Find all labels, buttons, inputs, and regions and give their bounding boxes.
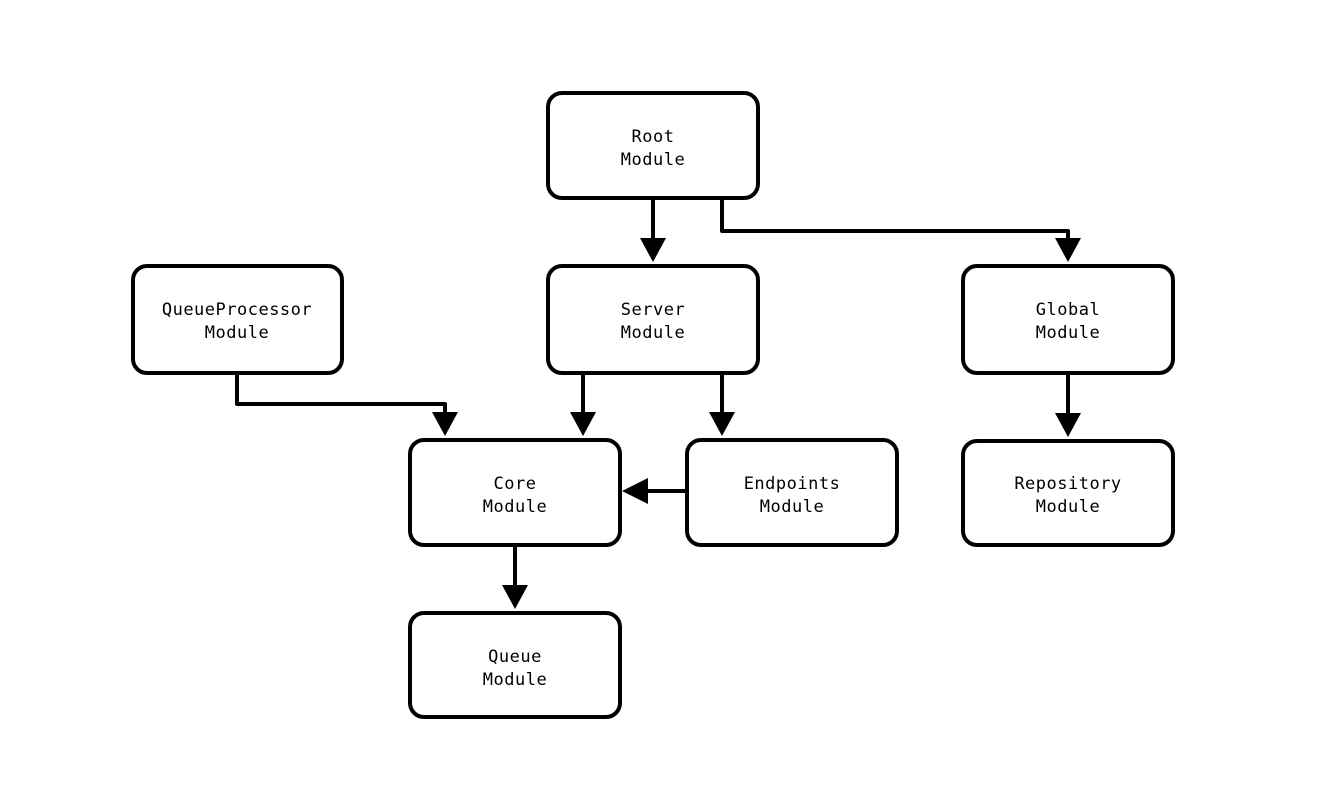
edge-endpoints-to-core — [622, 478, 687, 504]
node-label-line1: Endpoints — [744, 474, 841, 494]
node-global-module[interactable]: Global Module — [961, 264, 1175, 375]
node-label-line2: Module — [483, 497, 547, 517]
arrowhead-down-icon — [502, 585, 528, 609]
node-box[interactable] — [961, 264, 1175, 375]
node-label-line1: Repository — [1014, 474, 1121, 494]
edge-root-to-global — [720, 198, 1081, 262]
node-label-line1: Root — [632, 127, 675, 147]
edge-root-to-server — [640, 198, 666, 262]
node-box[interactable] — [131, 264, 344, 375]
arrowhead-down-icon — [640, 238, 666, 262]
arrowhead-down-icon — [432, 412, 458, 436]
node-root-module[interactable]: Root Module — [546, 91, 760, 200]
node-label-line2: Module — [621, 323, 685, 343]
node-server-module[interactable]: Server Module — [546, 264, 760, 375]
arrowhead-down-icon — [709, 412, 735, 436]
node-label-line2: Module — [483, 670, 547, 690]
node-repository-module[interactable]: Repository Module — [961, 439, 1175, 547]
node-label-line1: Server — [621, 300, 685, 320]
node-box[interactable] — [546, 91, 760, 200]
node-box[interactable] — [685, 438, 899, 547]
edge-server-to-core — [570, 373, 596, 436]
edge-core-to-queue — [502, 545, 528, 609]
edge-global-to-repository — [1055, 373, 1081, 437]
arrowhead-left-icon — [622, 478, 648, 504]
node-queueprocessor-module[interactable]: QueueProcessor Module — [131, 264, 344, 375]
node-label-line1: Core — [494, 474, 537, 494]
node-label-line2: Module — [1036, 497, 1100, 517]
node-core-module[interactable]: Core Module — [408, 438, 622, 547]
node-box[interactable] — [546, 264, 760, 375]
node-label-line2: Module — [1036, 323, 1100, 343]
edge-line — [235, 373, 447, 417]
node-endpoints-module[interactable]: Endpoints Module — [685, 438, 899, 547]
node-label-line1: QueueProcessor — [162, 300, 312, 320]
edge-line — [720, 198, 1070, 243]
arrowhead-down-icon — [1055, 238, 1081, 262]
node-queue-module[interactable]: Queue Module — [408, 611, 622, 719]
node-label-line2: Module — [760, 497, 824, 517]
node-label-line1: Global — [1036, 300, 1100, 320]
edge-queueprocessor-to-core — [235, 373, 458, 436]
node-label-line1: Queue — [488, 647, 542, 667]
arrowhead-down-icon — [1055, 413, 1081, 437]
node-label-line2: Module — [621, 150, 685, 170]
node-box[interactable] — [408, 438, 622, 547]
node-box[interactable] — [408, 611, 622, 719]
node-box[interactable] — [961, 439, 1175, 547]
arrowhead-down-icon — [570, 412, 596, 436]
node-label-line2: Module — [205, 323, 269, 343]
edge-server-to-endpoints — [709, 373, 735, 436]
